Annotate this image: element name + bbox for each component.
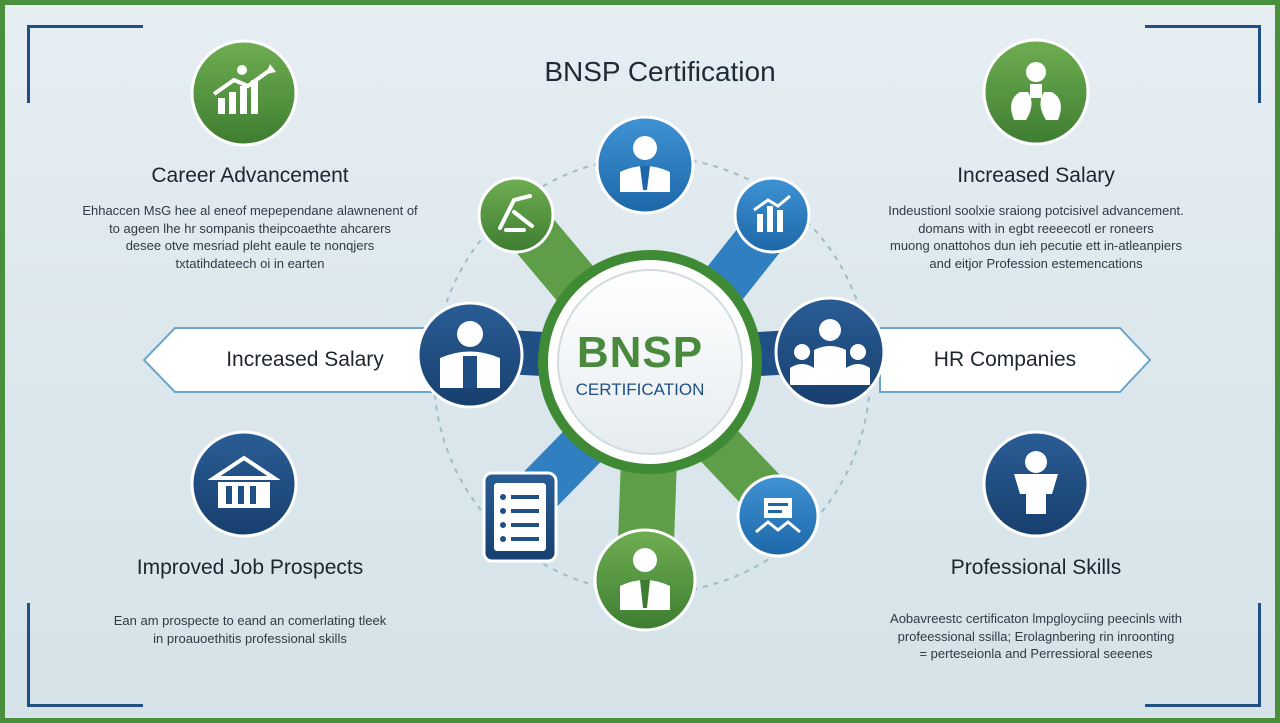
building-icon bbox=[190, 430, 298, 538]
description-line: and eitjor Profession estemencations bbox=[929, 255, 1143, 271]
hub-center bbox=[557, 269, 743, 455]
corner-bracket-bottom-left bbox=[27, 603, 143, 707]
page-title: BNSP Certification bbox=[544, 56, 776, 87]
description-line: Ehhaccen MsG hee al eneof mepependane al… bbox=[82, 203, 418, 218]
professional-person-icon bbox=[982, 430, 1090, 538]
money-bag-icon bbox=[982, 38, 1090, 146]
banner-left-label: Increased Salary bbox=[226, 348, 384, 371]
description-line: desee otve mesriad pleht eaule te nonqje… bbox=[125, 238, 375, 254]
businessman-icon bbox=[595, 115, 695, 215]
benefit-heading: Improved Job Prospects bbox=[136, 556, 364, 579]
banner-right bbox=[879, 327, 1152, 393]
benefit-description: Ean am prospecte to eand an comerlating … bbox=[50, 612, 450, 647]
desk-chair-icon bbox=[477, 176, 555, 254]
benefit-description: Ehhaccen MsG hee al eneof mepependane al… bbox=[50, 202, 450, 272]
bar-chart-icon bbox=[733, 176, 811, 254]
hr-group-icon bbox=[774, 296, 886, 408]
description-line: txtatihdateech oi in earten bbox=[175, 255, 325, 271]
description-line: domans with in egbt reeeecotl er roneers bbox=[918, 220, 1154, 236]
banner-left bbox=[142, 327, 441, 393]
benefit-heading: Increased Salary bbox=[957, 164, 1115, 187]
checklist-icon bbox=[482, 471, 558, 563]
benefit-bottom-left: Improved Job Prospects bbox=[80, 556, 420, 580]
description-line: Aobavreestc certificaton lmpgloyciing pe… bbox=[890, 611, 1182, 626]
benefit-description: Aobavreestc certificaton lmpgloyciing pe… bbox=[836, 610, 1236, 663]
benefit-bottom-right: Professional Skills bbox=[866, 556, 1206, 580]
description-line: in proauoethitis professional skills bbox=[153, 630, 347, 646]
benefit-heading: Professional Skills bbox=[950, 556, 1122, 579]
benefit-top-left: Career Advancement bbox=[80, 164, 420, 188]
corner-bracket-top-right bbox=[1145, 25, 1261, 103]
description-line: = perteseionla and Perressioral seeenes bbox=[919, 646, 1153, 662]
growth-chart-icon bbox=[190, 39, 298, 147]
description-line: to ageen lhe hr sompanis theipcoaethte a… bbox=[109, 220, 391, 236]
benefit-top-right: Increased Salary bbox=[866, 164, 1206, 188]
benefit-heading: Career Advancement bbox=[151, 164, 349, 187]
document-icon bbox=[736, 474, 820, 558]
hub-subtitle: CERTIFICATION bbox=[575, 380, 705, 399]
description-line: profeessional ssilla; Erolagnbering rin … bbox=[897, 628, 1175, 644]
professional-suit-icon bbox=[593, 528, 697, 632]
hub-title: BNSP bbox=[576, 328, 704, 377]
corner-bracket-top-left bbox=[27, 25, 143, 103]
banner-right-label: HR Companies bbox=[933, 348, 1077, 371]
benefit-description: Indeustionl soolxie sraiong potcisivel a… bbox=[836, 202, 1236, 272]
description-line: Indeustionl soolxie sraiong potcisivel a… bbox=[888, 203, 1184, 218]
description-line: muong onattohos dun ieh pecutie ett in-a… bbox=[890, 238, 1182, 254]
description-line: Ean am prospecte to eand an comerlating … bbox=[113, 613, 387, 628]
corner-bracket-bottom-right bbox=[1145, 603, 1261, 707]
team-person-icon bbox=[416, 301, 524, 409]
